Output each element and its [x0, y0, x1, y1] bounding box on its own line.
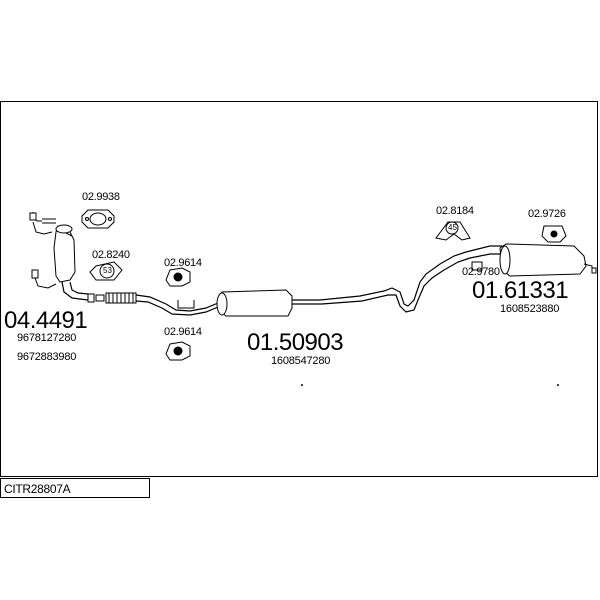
- gasket-icon[interactable]: [81, 209, 115, 229]
- clamp-icon[interactable]: [89, 261, 123, 281]
- part-label[interactable]: 02.8184: [436, 205, 474, 217]
- diagram-code: CITR28807A: [4, 482, 71, 496]
- hanger-icon[interactable]: [165, 341, 191, 361]
- part-label[interactable]: 02.9726: [528, 208, 566, 220]
- part-label[interactable]: 02.9780: [462, 266, 500, 278]
- middle-pipe-assembly[interactable]: [105, 251, 471, 317]
- front-oe-number: 9672883980: [17, 351, 77, 363]
- front-assembly-number[interactable]: 04.4491: [4, 307, 88, 334]
- hanger-number: 45: [448, 223, 457, 232]
- rubber-hanger-icon[interactable]: [435, 221, 471, 241]
- middle-assembly-number[interactable]: 01.50903: [247, 329, 344, 356]
- rear-oe-number: 1608523880: [500, 303, 560, 315]
- clamp-number: 53: [103, 266, 112, 275]
- hanger-icon[interactable]: [541, 225, 567, 243]
- front-catalyst-assembly[interactable]: [29, 212, 105, 303]
- front-oe-number: 9678127280: [17, 332, 77, 344]
- part-label[interactable]: 02.8240: [92, 249, 130, 261]
- rear-assembly-number[interactable]: 01.61331: [472, 277, 569, 304]
- diagram-code-box: CITR28807A: [0, 478, 150, 498]
- dot-mark: [301, 384, 303, 386]
- part-label[interactable]: 02.9614: [164, 257, 202, 269]
- diagram-frame: [0, 101, 598, 477]
- dot-mark: [557, 384, 559, 386]
- hanger-icon[interactable]: [165, 267, 191, 287]
- part-label[interactable]: 02.9938: [82, 191, 120, 203]
- rear-silencer[interactable]: [465, 243, 597, 277]
- part-label[interactable]: 02.9614: [164, 326, 202, 338]
- middle-oe-number: 1608547280: [271, 355, 331, 367]
